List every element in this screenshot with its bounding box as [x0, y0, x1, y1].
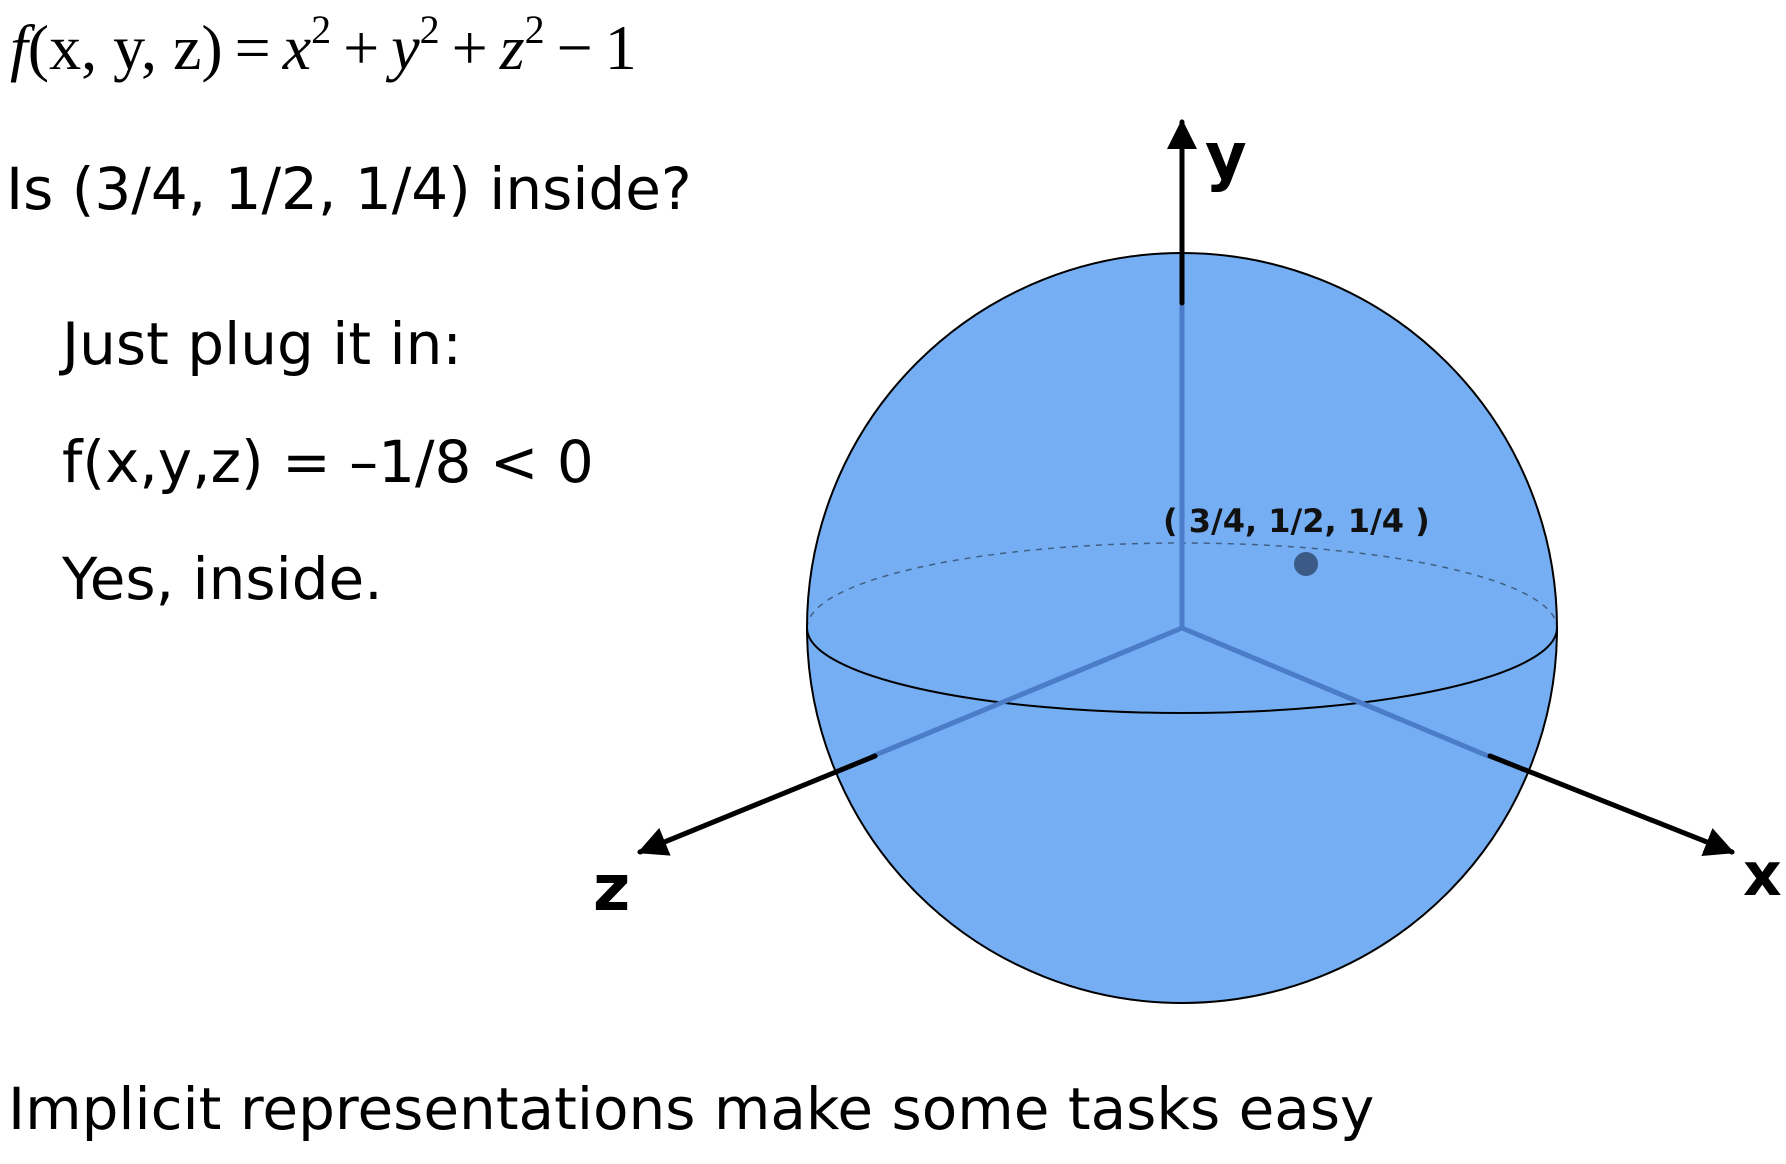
formula-term-y: y: [391, 12, 420, 83]
axis-label-x: x: [1743, 840, 1782, 910]
inner-axis-z: [870, 625, 1185, 759]
equator-front: [806, 627, 1558, 714]
formula-arguments: (x, y, z): [27, 12, 223, 83]
formula-minus: −: [556, 12, 593, 83]
axis-label-y: y: [1205, 120, 1247, 194]
formula-term-z: z: [499, 12, 525, 83]
step-evaluation: f(x,y,z) = –1/8 < 0: [62, 428, 594, 496]
formula-plus-1: +: [343, 12, 380, 83]
formula-exponent-z: 2: [524, 7, 545, 52]
question-text: Is (3/4, 1/2, 1/4) inside?: [6, 155, 692, 223]
formula-exponent-y: 2: [419, 7, 440, 52]
axis-z: [637, 753, 878, 856]
implicit-function-formula: f(x, y, z)=x2+y2+z2−1: [10, 8, 637, 88]
test-point-label: ( 3/4, 1/2, 1/4 ): [1163, 502, 1430, 540]
inner-axes: [870, 302, 1491, 759]
formula-exponent-x: 2: [311, 7, 332, 52]
caption-text: Implicit representations make some tasks…: [8, 1075, 1375, 1143]
step-plug-in: Just plug it in:: [62, 310, 462, 378]
formula-equals: =: [234, 12, 271, 83]
axis-label-z: z: [593, 852, 630, 926]
formula-function-name: f: [10, 12, 28, 83]
formula-plus-2: +: [451, 12, 488, 83]
formula-constant: 1: [604, 12, 637, 83]
step-conclusion: Yes, inside.: [62, 545, 383, 613]
outer-axes: [637, 119, 1735, 856]
formula-term-x: x: [282, 12, 312, 83]
inner-axis-x: [1179, 625, 1491, 759]
test-point: [1294, 552, 1318, 576]
axis-x: [1487, 753, 1735, 856]
